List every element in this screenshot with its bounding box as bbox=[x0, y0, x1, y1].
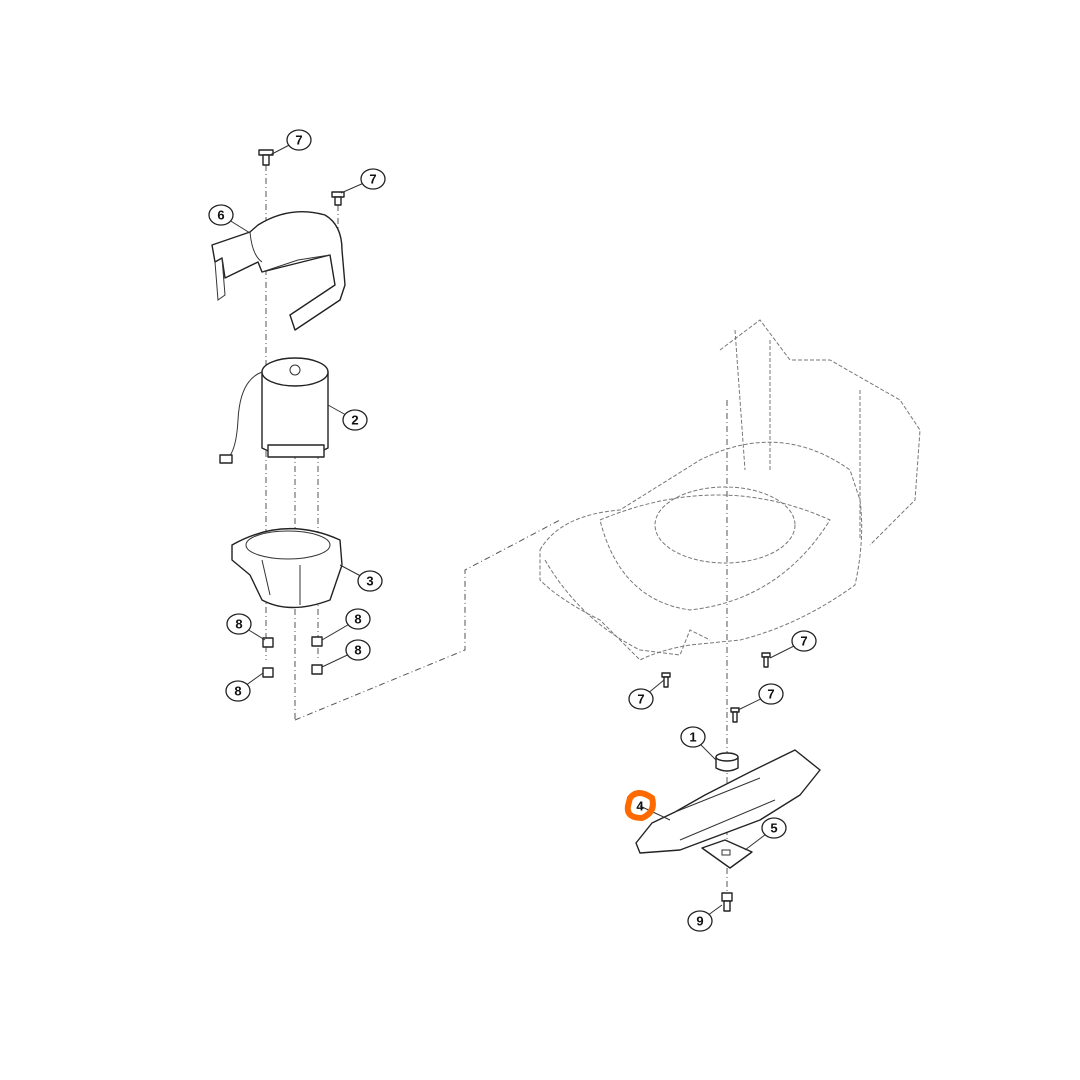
callout-screw-mount-1[interactable]: 8 bbox=[226, 613, 266, 641]
callout-motor[interactable]: 2 bbox=[327, 404, 368, 431]
callout-bubble bbox=[345, 608, 371, 630]
callout-screw-top-left[interactable]: 7 bbox=[269, 129, 312, 156]
screw-top-left[interactable] bbox=[258, 149, 274, 166]
callout-bubble bbox=[628, 688, 654, 710]
motor-mount[interactable] bbox=[231, 527, 343, 609]
callout-screw-top-right[interactable]: 7 bbox=[340, 168, 386, 194]
callout-number: 7 bbox=[295, 133, 302, 148]
callout-bubble bbox=[360, 168, 386, 190]
callout-screw-deck-right[interactable]: 7 bbox=[769, 630, 817, 659]
callout-screw-deck-left[interactable]: 7 bbox=[628, 679, 665, 710]
callout-motor-mount[interactable]: 3 bbox=[339, 564, 383, 592]
callout-number: 8 bbox=[354, 612, 361, 627]
blade-bolt[interactable] bbox=[721, 892, 733, 912]
callout-bubble bbox=[345, 639, 371, 661]
motor-cover[interactable] bbox=[211, 210, 346, 331]
callout-bubble bbox=[687, 910, 713, 932]
callout-bubble bbox=[357, 570, 383, 592]
leader-line bbox=[639, 805, 671, 821]
callout-number: 7 bbox=[369, 172, 376, 187]
callout-number: 4 bbox=[636, 799, 644, 814]
blade-adapter[interactable] bbox=[715, 752, 739, 772]
callout-bubble bbox=[226, 613, 252, 635]
mower-deck[interactable] bbox=[539, 319, 921, 661]
callout-bubble bbox=[208, 204, 234, 226]
callout-bubble bbox=[761, 817, 787, 839]
motor[interactable] bbox=[219, 357, 329, 464]
callout-number: 7 bbox=[637, 692, 644, 707]
callout-blade[interactable]: 4 bbox=[624, 790, 671, 822]
callout-number: 5 bbox=[770, 821, 777, 836]
callout-blade-bolt[interactable]: 9 bbox=[687, 904, 723, 932]
callout-number: 6 bbox=[217, 208, 224, 223]
callout-number: 2 bbox=[351, 413, 358, 428]
callout-number: 8 bbox=[235, 617, 242, 632]
mount-screws[interactable] bbox=[262, 636, 323, 678]
callout-bubble bbox=[286, 129, 312, 151]
highlight-mark bbox=[624, 790, 656, 822]
callout-bubble bbox=[758, 683, 784, 705]
callout-bubble bbox=[680, 726, 706, 748]
callout-number: 3 bbox=[366, 574, 373, 589]
callout-number: 9 bbox=[696, 914, 703, 929]
deck-screws[interactable] bbox=[661, 652, 771, 723]
callouts: 7 7 6 2 3 8 8 8 8 7 7 7 1 4 5 9 bbox=[208, 129, 817, 932]
callout-number: 1 bbox=[689, 730, 696, 745]
callout-number: 8 bbox=[234, 684, 241, 699]
callout-number: 7 bbox=[800, 634, 807, 649]
callout-screw-deck-center[interactable]: 7 bbox=[737, 683, 784, 711]
callout-bubble bbox=[225, 680, 251, 702]
blade[interactable] bbox=[635, 749, 821, 854]
callout-blade-washer[interactable]: 5 bbox=[744, 817, 787, 851]
callout-screw-mount-4[interactable]: 8 bbox=[225, 672, 264, 702]
callout-screw-mount-3[interactable]: 8 bbox=[321, 639, 371, 668]
callout-screw-mount-2[interactable]: 8 bbox=[321, 608, 371, 641]
callout-number: 7 bbox=[767, 687, 774, 702]
screw-top-right[interactable] bbox=[331, 191, 345, 206]
callout-number: 8 bbox=[354, 643, 361, 658]
callout-blade-adapter[interactable]: 1 bbox=[680, 726, 717, 761]
callout-motor-cover[interactable]: 6 bbox=[208, 204, 251, 234]
blade-washer[interactable] bbox=[701, 839, 753, 869]
callout-bubble bbox=[791, 630, 817, 652]
callout-bubble bbox=[342, 409, 368, 431]
